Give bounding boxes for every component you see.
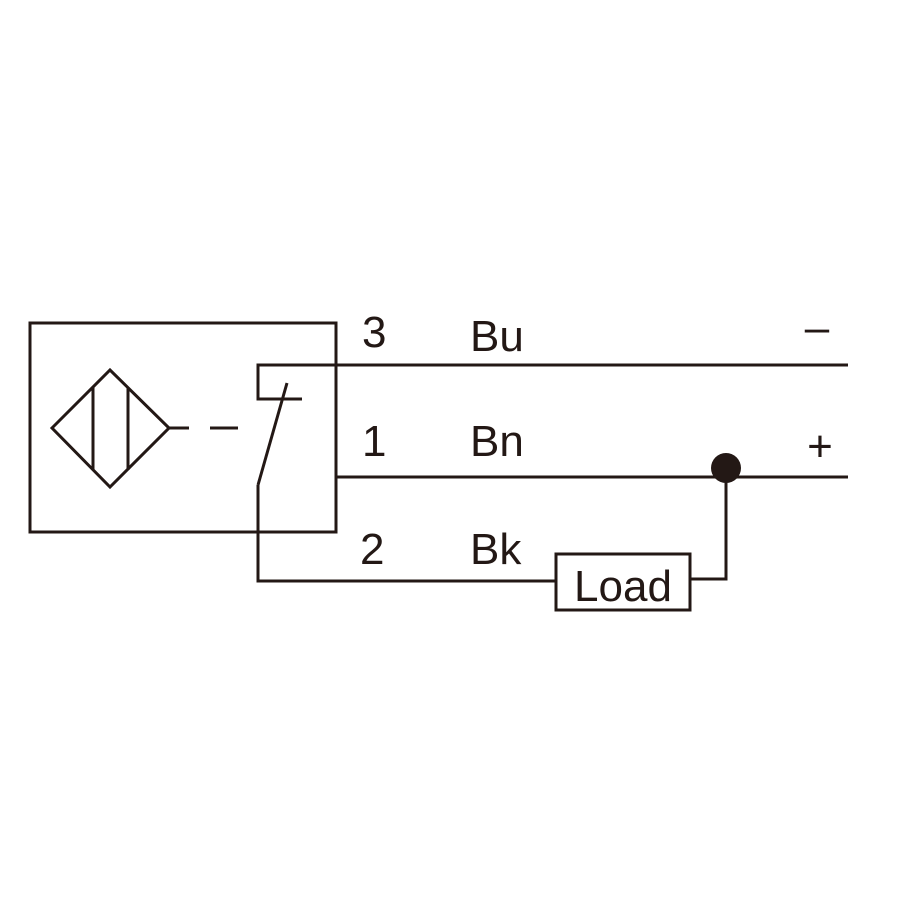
- wire-3-pin: 3: [362, 308, 386, 357]
- wire-3-polarity: –: [805, 303, 830, 352]
- inductive-sensor-icon: [49, 367, 172, 490]
- switch-contact-icon: [256, 363, 556, 583]
- load-label: Load: [574, 562, 672, 611]
- load-box: [554, 552, 692, 612]
- wire-1-polarity: +: [807, 422, 833, 471]
- load-return-wire: [690, 468, 728, 581]
- wire-1-pin: 1: [362, 417, 386, 466]
- wire-3-code: Bu: [470, 312, 524, 361]
- wire-2-code: Bk: [470, 525, 522, 574]
- wire-1-code: Bn: [470, 417, 524, 466]
- sensor-housing: [28, 321, 338, 534]
- wire-2-pin: 2: [360, 525, 384, 574]
